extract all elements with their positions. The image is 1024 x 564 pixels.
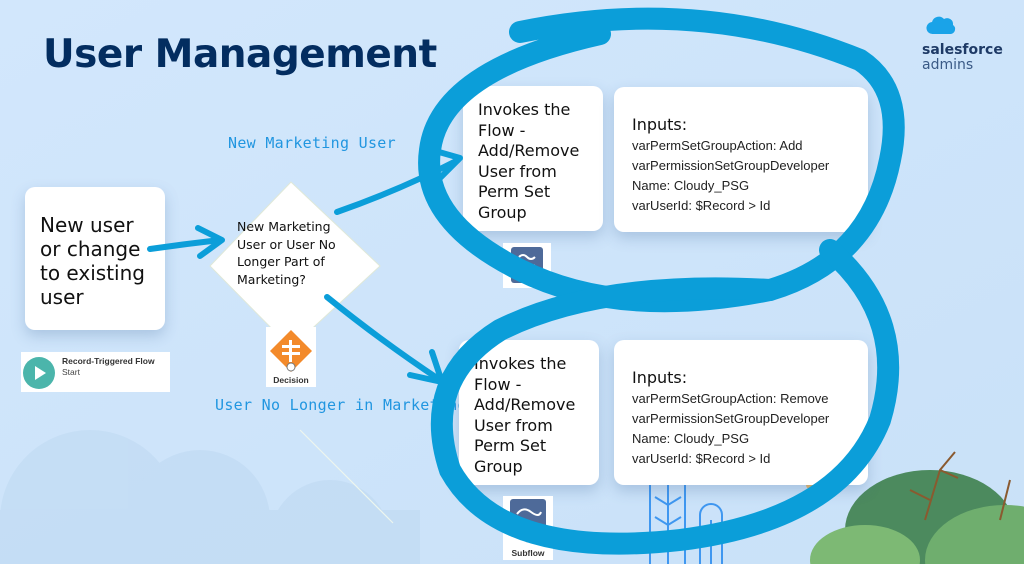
inputs-heading: Inputs:	[632, 368, 688, 387]
start-node-line: New user	[40, 213, 134, 237]
invoke-line: Perm Set	[478, 182, 551, 201]
chip-label: Decision	[273, 375, 309, 385]
inputs-heading: Inputs:	[632, 115, 688, 134]
page-title: User Management	[43, 32, 437, 77]
branch-label-new-marketing: New Marketing User	[228, 134, 396, 152]
input-line: varPermissionSetGroupDeveloper	[632, 158, 830, 173]
input-line: Name: Cloudy_PSG	[632, 431, 750, 446]
inputs-card-remove: Inputs: varPermSetGroupAction: Remove va…	[614, 340, 868, 485]
start-node: New user or change to existing user	[25, 187, 165, 330]
play-icon	[23, 357, 55, 389]
invoke-line: Group	[474, 456, 523, 476]
logo-brand: salesforce	[922, 42, 1003, 58]
decision-line: New Marketing	[237, 219, 331, 234]
subflow-icon	[511, 247, 543, 283]
chip-subtitle: Start	[62, 367, 80, 377]
decision-question: New Marketing User or User No Longer Par…	[237, 218, 357, 288]
invoke-line: Add/Remove	[474, 395, 576, 414]
input-line: varUserId: $Record > Id	[632, 451, 771, 466]
decision-icon	[270, 330, 312, 372]
subflow-icon	[510, 499, 546, 543]
decorative-line	[299, 429, 394, 524]
input-line: Name: Cloudy_PSG	[632, 178, 750, 193]
invoke-line: Add/Remove	[478, 141, 580, 160]
start-node-line: or change	[40, 237, 141, 261]
start-node-line: to existing	[40, 261, 145, 285]
input-line: varPermSetGroupAction: Add	[632, 138, 803, 153]
invoke-line: Group	[478, 202, 527, 222]
decision-line: Marketing?	[237, 271, 306, 287]
invoke-line: Invokes the	[478, 100, 571, 119]
cloud-shapes	[0, 430, 420, 564]
invoke-line: Flow -	[474, 374, 522, 394]
input-line: varPermissionSetGroupDeveloper	[632, 411, 830, 426]
invoke-line: Invokes the	[474, 354, 567, 373]
chip-label: Subflow	[511, 548, 545, 558]
subflow-chip-add	[503, 243, 551, 288]
decision-line: Longer Part of	[237, 254, 325, 269]
invoke-line: User from	[478, 161, 557, 181]
input-line: varUserId: $Record > Id	[632, 198, 771, 213]
start-node-line: user	[40, 285, 84, 309]
invoke-line: Flow -	[478, 120, 526, 140]
invoke-line: Perm Set	[474, 436, 547, 455]
cloud-icon	[926, 16, 956, 35]
branch-label-no-longer-marketing: User No Longer in Marketing	[215, 396, 467, 414]
chip-title: Record-Triggered Flow	[62, 356, 155, 366]
decision-line: User or User No	[237, 236, 336, 252]
record-triggered-flow-chip: Record-Triggered Flow Start	[21, 352, 170, 392]
inputs-card-add: Inputs: varPermSetGroupAction: Add varPe…	[614, 87, 868, 232]
decision-chip: Decision	[266, 327, 316, 387]
invoke-flow-card-add: Invokes the Flow - Add/Remove User from …	[463, 86, 603, 231]
subflow-chip-remove: Subflow	[503, 496, 553, 560]
invoke-flow-card-remove: Invokes the Flow - Add/Remove User from …	[459, 340, 599, 485]
logo-sub: admins	[922, 57, 974, 73]
invoke-line: User from	[474, 415, 553, 435]
input-line: varPermSetGroupAction: Remove	[632, 391, 829, 406]
